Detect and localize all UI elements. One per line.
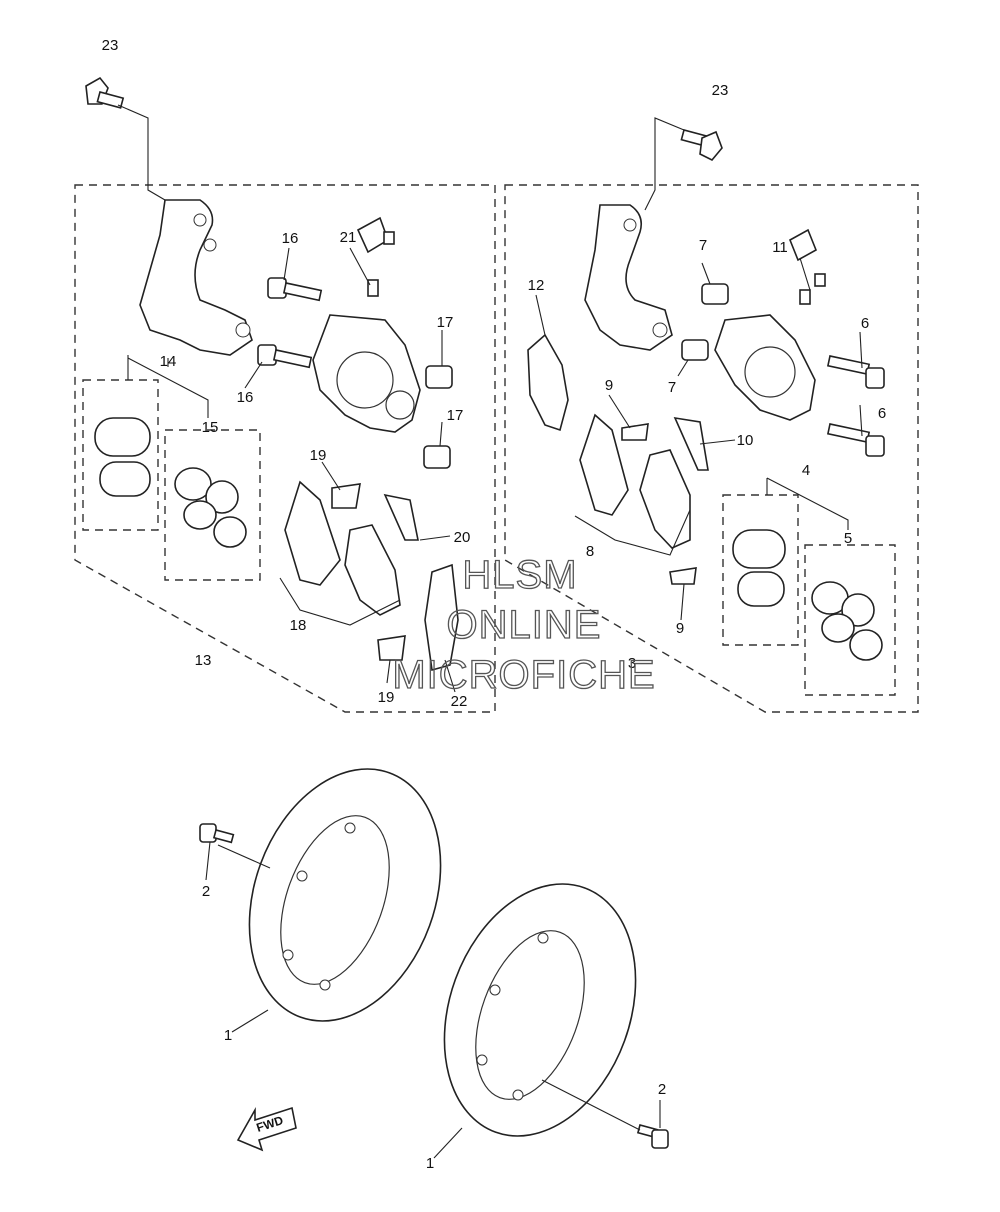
watermark-line-1: HLSM [462, 553, 577, 597]
brake-disc-left [248, 768, 442, 1022]
caliper-body-right [714, 314, 816, 421]
pad-18-a [284, 480, 341, 586]
callout-7-upper: 7 [699, 237, 707, 254]
bolt-2-left [199, 823, 235, 844]
bolt-6-lower [826, 423, 885, 457]
callout-9-lower: 9 [676, 620, 684, 637]
bolt-2-right [636, 1124, 669, 1149]
bolt-6-upper [826, 355, 885, 389]
shim-22 [424, 563, 459, 672]
clip-19-upper [331, 483, 361, 509]
watermark-line-3: MICROFICHE [392, 653, 655, 697]
callout-23-left: 23 [102, 37, 119, 54]
callout-1-right: 1 [426, 1155, 434, 1172]
callout-9-upper: 9 [605, 377, 613, 394]
callout-13: 13 [195, 652, 212, 669]
pin-17-lower [423, 445, 451, 469]
callout-6-upper: 6 [861, 315, 869, 332]
callout-15: 15 [202, 419, 219, 436]
bleeder-screw-11 [788, 228, 826, 305]
callout-16-upper: 16 [282, 230, 299, 247]
callout-22: 22 [451, 693, 468, 710]
kit-15-box [164, 429, 261, 581]
callout-12: 12 [528, 277, 545, 294]
pad-8-b [639, 449, 691, 549]
bolt-16-lower [257, 344, 313, 369]
watermark: HLSM ONLINE MICROFICHE [392, 552, 656, 697]
pad-8-a [579, 413, 629, 516]
bleeder-screw-21 [356, 216, 395, 297]
seals-15 [174, 467, 247, 548]
pin-17-upper [425, 365, 453, 389]
pistons-4 [732, 529, 786, 607]
callout-11: 11 [772, 239, 788, 256]
callout-23-right: 23 [712, 82, 729, 99]
caliper-body-left [312, 314, 421, 433]
brake-disc-right [443, 883, 637, 1137]
pin-7-upper [701, 283, 729, 305]
callout-17-upper: 17 [437, 314, 454, 331]
callout-2-left: 2 [202, 883, 210, 900]
bolt-23-right [680, 129, 723, 161]
shim-12 [527, 333, 569, 432]
callout-5: 5 [844, 530, 852, 547]
assembly-13-outline [74, 184, 496, 713]
callout-1-left: 1 [224, 1027, 232, 1044]
callout-2-right: 2 [658, 1081, 666, 1098]
pin-7-lower [681, 339, 709, 361]
pad-18-b [344, 524, 401, 616]
callout-10: 10 [737, 432, 754, 449]
spring-20 [383, 493, 419, 541]
bolt-16-upper [267, 277, 323, 302]
callout-19-lower: 19 [378, 689, 395, 706]
callout-18: 18 [290, 617, 307, 634]
watermark-line-2: ONLINE [447, 603, 602, 647]
assembly-3-outline [504, 184, 919, 713]
callout-20: 20 [454, 529, 471, 546]
clip-9-lower [669, 567, 697, 585]
callout-21: 21 [340, 229, 357, 246]
seals-5 [811, 581, 883, 661]
callout-7-lower: 7 [668, 379, 676, 396]
caliper-bracket-right [584, 204, 673, 351]
bolt-23-left [85, 76, 125, 109]
spring-10 [673, 416, 709, 471]
fwd-arrow-icon: FWD [236, 1106, 297, 1152]
callout-3: 3 [628, 655, 636, 672]
clip-9-upper [621, 423, 649, 441]
clip-19-lower [377, 635, 406, 661]
caliper-bracket-left [139, 199, 253, 356]
pistons-14 [94, 417, 151, 497]
callout-14: 14 [160, 353, 177, 370]
callout-6-lower: 6 [878, 405, 886, 422]
callout-8: 8 [586, 543, 594, 560]
kit-5-box [804, 544, 896, 696]
callout-16-lower: 16 [237, 389, 254, 406]
callout-19-upper: 19 [310, 447, 327, 464]
kit-4-box [722, 494, 799, 646]
callout-17-lower: 17 [447, 407, 464, 424]
callout-4: 4 [802, 462, 810, 479]
